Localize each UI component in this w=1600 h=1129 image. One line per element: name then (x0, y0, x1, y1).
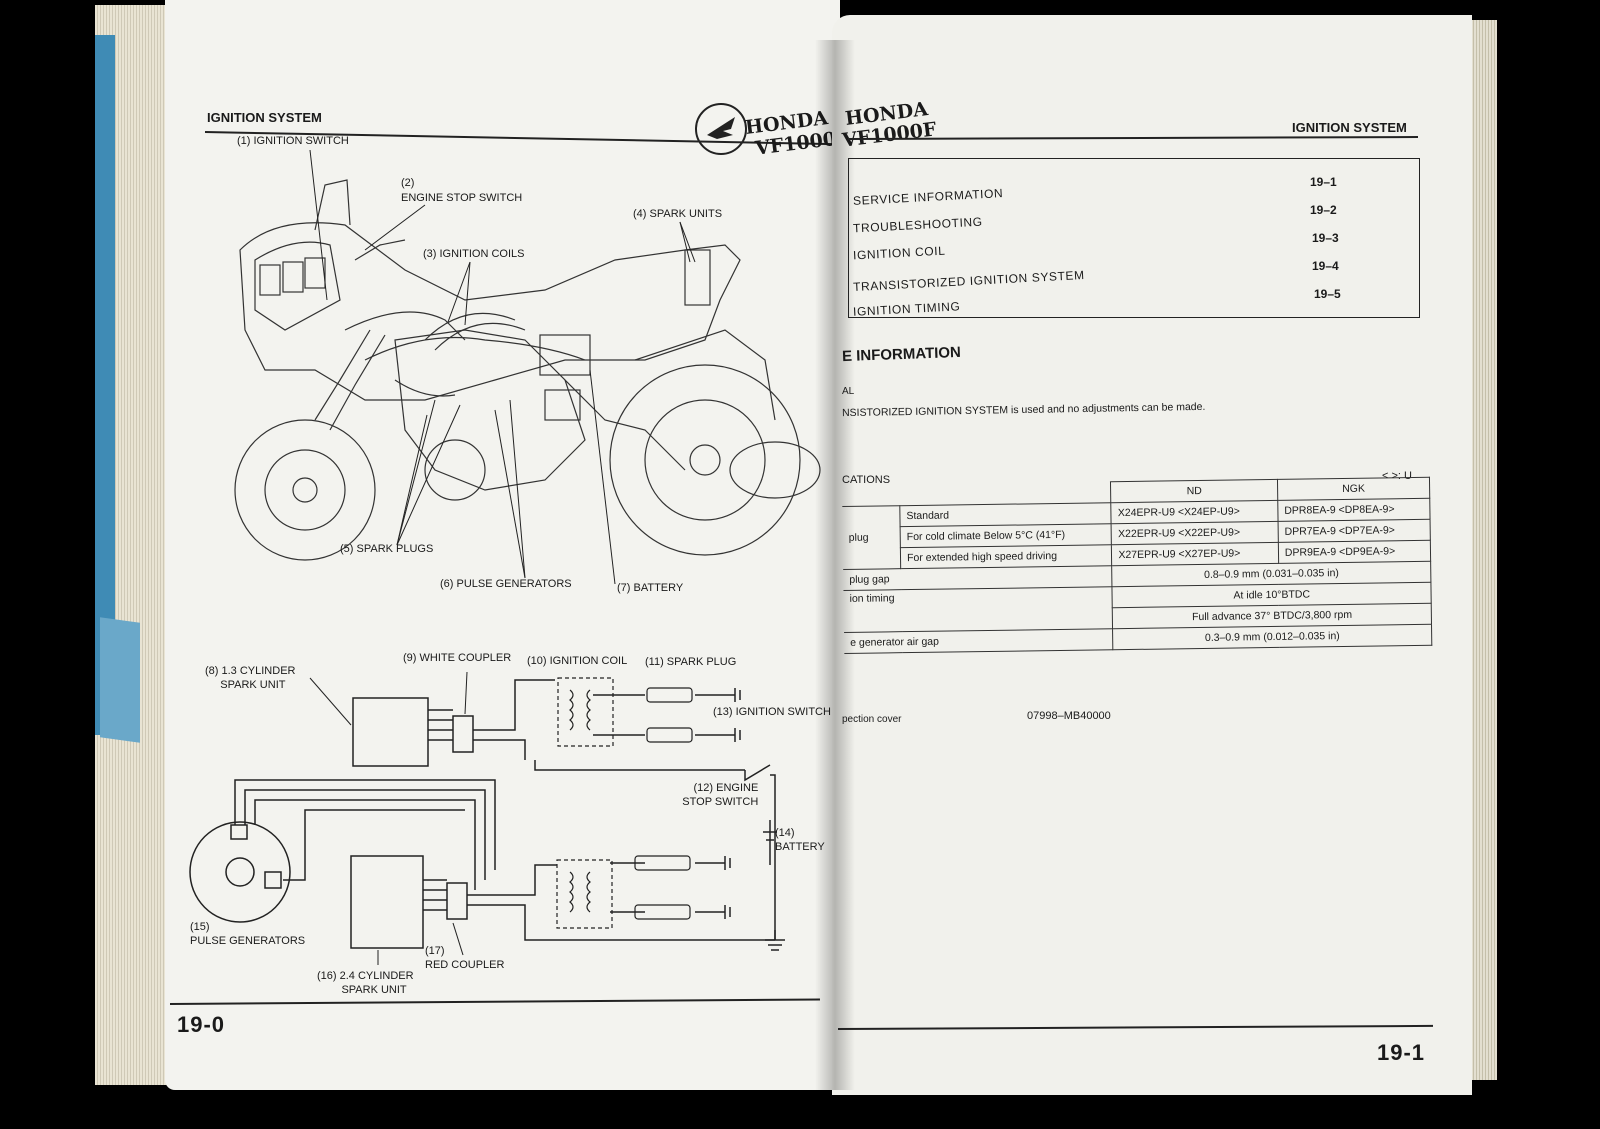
wing-emblem-icon (707, 117, 735, 139)
specifications-table: ND NGK plug Standard X24EPR-U9 <X24EP-U9… (842, 477, 1432, 654)
blue-index-tab (95, 35, 115, 735)
col-header-ngk: NGK (1277, 477, 1430, 501)
cell-ngk: DPR7EA-9 <DP7EA-9> (1277, 519, 1431, 543)
spec-title: CATIONS (842, 474, 891, 486)
toc-page: 19–1 (1310, 175, 1337, 189)
spec-note: < >: U (1382, 470, 1412, 482)
callout-engine-stop-number: (2) (401, 177, 415, 189)
motorcycle-illustration (234, 149, 821, 585)
plug-label: plug (842, 505, 901, 570)
toc-page: 19–5 (1314, 287, 1341, 301)
callout-pulse-generators: (6) PULSE GENERATORS (440, 578, 572, 590)
honda-wing-icon (695, 103, 747, 155)
toc-page: 19–2 (1310, 203, 1337, 217)
general-marker: AL (842, 386, 855, 397)
callout-pulse-generators-diagram: (15) PULSE GENERATORS (190, 921, 306, 947)
callout-engine-stop-switch: ENGINE STOP SWITCH (401, 192, 523, 204)
row-label: For extended high speed driving (900, 544, 1113, 569)
right-page (832, 15, 1472, 1095)
callout-battery: (7) BATTERY (617, 582, 684, 594)
cell-nd: X24EPR-U9 <X24EP-U9> (1111, 500, 1278, 524)
row-label: For cold climate Below 5°C (41°F) (900, 523, 1112, 548)
callout-engine-stop-switch-diagram: (12) ENGINE STOP SWITCH (682, 782, 759, 808)
right-page-number: 19-1 (1377, 1040, 1426, 1065)
cell-nd: X27EPR-U9 <X27EP-U9> (1111, 542, 1279, 566)
wiring-diagram (189, 671, 785, 965)
left-page: IGNITION SYSTEM (165, 0, 840, 1090)
callout-red-coupler: (17) RED COUPLER (425, 945, 505, 971)
callout-ignition-coil: (10) IGNITION COIL (527, 655, 628, 667)
callout-13-spark-unit: (8) 1.3 CYLINDER SPARK UNIT (205, 665, 296, 691)
tool-label: pection cover (842, 714, 902, 725)
cell-ngk: DPR8EA-9 <DP8EA-9> (1277, 498, 1431, 522)
callout-ignition-switch: (1) IGNITION SWITCH (237, 135, 349, 147)
cell-nd: X22EPR-U9 <X22EP-U9> (1111, 521, 1279, 545)
left-page-header: IGNITION SYSTEM (207, 110, 322, 125)
col-header-nd: ND (1110, 479, 1278, 503)
callout-spark-plugs: (5) SPARK PLUGS (340, 543, 434, 555)
callout-battery-diagram: (14) BATTERY (775, 827, 825, 853)
row-label: Standard (899, 502, 1112, 527)
callout-spark-plug: (11) SPARK PLUG (645, 656, 737, 668)
toc-page: 19–4 (1312, 259, 1339, 273)
left-page-number: 19-0 (177, 1012, 226, 1037)
cell-ngk: DPR9EA-9 <DP9EA-9> (1278, 540, 1431, 564)
right-page-header: IGNITION SYSTEM (1292, 120, 1407, 135)
table-of-contents (848, 158, 1420, 318)
row-label: e generator air gap (844, 628, 1114, 654)
callout-spark-units: (4) SPARK UNITS (633, 208, 723, 220)
toc-page: 19–3 (1312, 231, 1339, 245)
cell-value: 0.3–0.9 mm (0.012–0.035 in) (1112, 624, 1432, 650)
callout-ignition-coils: (3) IGNITION COILS (423, 248, 525, 260)
blue-index-tab-flap (100, 617, 140, 743)
row-label: ion timing (843, 586, 1113, 633)
tool-number: 07998–MB40000 (1027, 710, 1111, 722)
callout-ignition-switch-diagram: (13) IGNITION SWITCH (713, 706, 831, 718)
callout-white-coupler: (9) WHITE COUPLER (403, 652, 512, 664)
callout-24-spark-unit: (16) 2.4 CYLINDER SPARK UNIT (317, 970, 414, 996)
